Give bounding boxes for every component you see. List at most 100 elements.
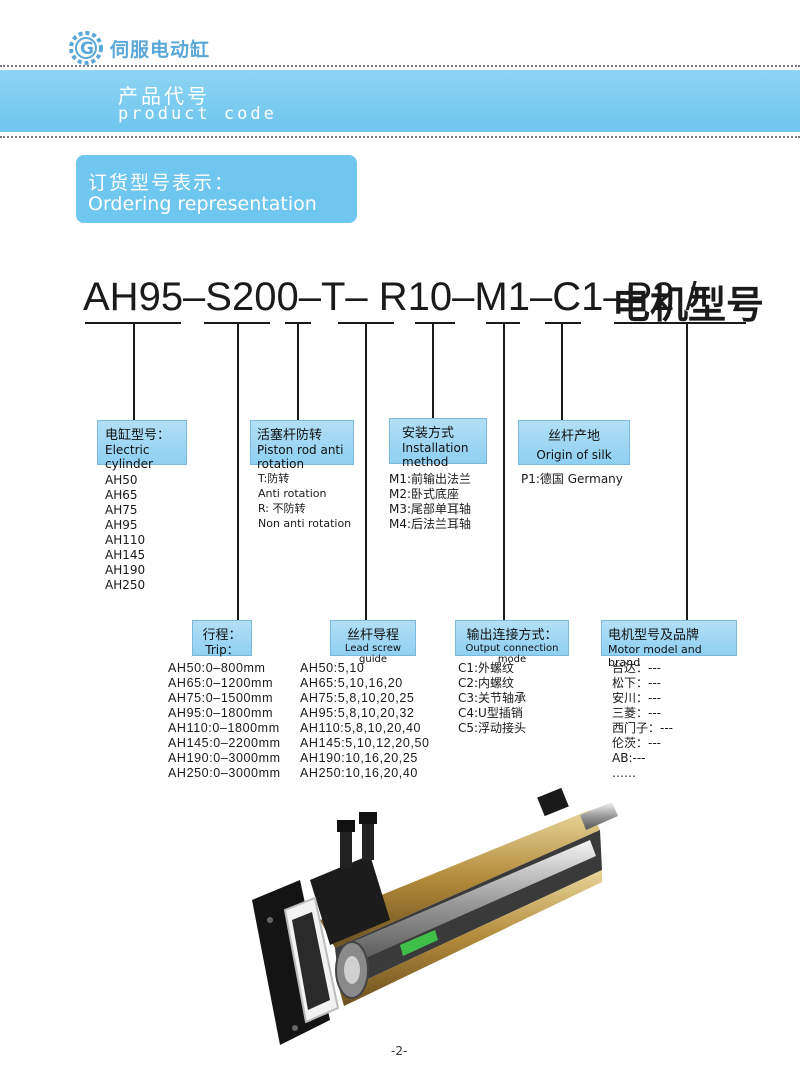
list-item: AH95:0–1800mm [168, 706, 274, 720]
connector-antirot [297, 322, 299, 422]
label-lead-cn: 丝杆导程 [346, 628, 399, 643]
list-install: M1:前输出法兰 M2:卧式底座 M3:尾部单耳轴 M4:后法兰耳轴 [389, 472, 471, 532]
list-item: AH65:5,10,16,20 [300, 676, 403, 690]
list-item: AH75:5,8,10,20,25 [300, 691, 415, 705]
list-item: AH110:0–1800mm [168, 721, 280, 735]
list-item: Anti rotation [258, 487, 327, 500]
list-trip: AH50:0–800mm AH65:0–1200mm AH75:0–1500mm… [168, 661, 281, 781]
label-cylinder-en: Electric cylinder [105, 443, 153, 471]
underline-motor [614, 322, 746, 324]
list-item: P1:德国 Germany [521, 472, 623, 486]
label-install-cn: 安装方式 [402, 426, 455, 441]
list-antirot: T:防转 Anti rotation R: 不防转 Non anti rotat… [258, 471, 351, 531]
list-item: C1:外螺纹 [458, 661, 515, 675]
list-item: AH50:0–800mm [168, 661, 266, 675]
svg-text:G: G [80, 39, 94, 59]
label-trip-en: Trip： [205, 643, 239, 657]
model-code-motor: 电机型号 [612, 283, 765, 327]
list-cylinder: AH50 AH65 AH75 AH95 AH110 AH145 AH190 AH… [105, 473, 145, 593]
list-item: C3:关节轴承 [458, 691, 527, 705]
banner-title-cn: 产品代号 [118, 84, 210, 108]
list-item: C2:内螺纹 [458, 676, 515, 690]
connector-cylinder [133, 322, 135, 422]
label-lead-en: Lead screw guide [344, 643, 402, 665]
connector-output [503, 322, 505, 620]
list-item: …… [612, 766, 636, 780]
model-code: AH95–S200–T– R10–M1–C1–P2 / [83, 275, 697, 319]
list-item: AH65:0–1200mm [168, 676, 274, 690]
label-origin-en: Origin of silk [536, 448, 612, 462]
label-motor: 电机型号及品牌 Motor model and brand [601, 620, 737, 669]
list-output: C1:外螺纹 C2:内螺纹 C3:关节轴承 C4:U型插销 C5:浮动接头 [458, 661, 526, 736]
list-item: AH95:5,8,10,20,32 [300, 706, 415, 720]
label-install-en: Installation method [402, 441, 469, 469]
label-output-cn: 输出连接方式： [466, 628, 558, 643]
list-item: M4:后法兰耳轴 [389, 517, 472, 531]
list-item: Non anti rotation [258, 517, 352, 530]
ordering-title-en: Ordering representation [88, 193, 317, 215]
list-item: 伦茨：--- [612, 736, 661, 750]
brand-logo: G 伺服电动缸 [68, 30, 210, 66]
connector-lead [365, 322, 367, 620]
list-item: C4:U型插销 [458, 706, 523, 720]
page-number: -2- [391, 1044, 408, 1058]
list-item: AH95 [105, 518, 138, 532]
brand-name: 伺服电动缸 [110, 38, 211, 61]
list-item: AH110:5,8,10,20,40 [300, 721, 422, 735]
list-item: AH50 [105, 473, 138, 487]
list-item: AH145:0–2200mm [168, 736, 281, 750]
list-item: 台达：--- [612, 661, 661, 675]
label-cylinder: 电缸型号： Electric cylinder [97, 420, 187, 471]
label-install: 安装方式 Installation method [389, 418, 487, 469]
label-output: 输出连接方式： Output connection mode [455, 620, 569, 665]
list-item: R: 不防转 [258, 502, 306, 515]
list-item: M2:卧式底座 [389, 487, 460, 501]
label-antirot: 活塞杆防转 Piston rod anti rotation [250, 420, 354, 471]
ordering-title-cn: 订货型号表示： [88, 172, 236, 194]
connector-trip [237, 322, 239, 620]
label-trip: 行程： Trip： [192, 620, 252, 657]
divider-top [0, 65, 800, 67]
connector-install [432, 322, 434, 420]
list-item: AH110 [105, 533, 146, 547]
label-output-en: Output connection mode [465, 643, 559, 665]
list-item: AH250 [105, 578, 146, 592]
underline-install [415, 322, 455, 324]
section-banner [0, 70, 800, 132]
electric-cylinder-image [252, 787, 618, 1045]
list-lead: AH50:5,10 AH65:5,10,16,20 AH75:5,8,10,20… [300, 661, 430, 781]
list-item: 安川：--- [612, 691, 661, 705]
underline-origin [545, 322, 581, 324]
connector-origin [561, 322, 563, 420]
list-item: AH250:10,16,20,40 [300, 766, 418, 780]
list-item: M3:尾部单耳轴 [389, 502, 472, 516]
label-origin-cn: 丝杆产地 [547, 429, 600, 444]
list-item: M1:前输出法兰 [389, 472, 472, 486]
list-item: AH190 [105, 563, 146, 577]
list-item: AH75 [105, 503, 138, 517]
label-origin: 丝杆产地 Origin of silk [518, 420, 630, 465]
list-item: 三菱：--- [612, 706, 661, 720]
list-item: AH75:0–1500mm [168, 691, 274, 705]
list-item: C5:浮动接头 [458, 721, 527, 735]
list-motor: 台达：--- 松下：--- 安川：--- 三菱：--- 西门子：--- 伦茨：-… [612, 661, 673, 781]
banner-title-en: product code [118, 104, 277, 124]
label-trip-cn: 行程： [202, 628, 242, 643]
list-item: AH190:10,16,20,25 [300, 751, 418, 765]
connector-motor [686, 322, 688, 620]
list-item: AH145:5,10,12,20,50 [300, 736, 430, 750]
list-origin: P1:德国 Germany [521, 472, 623, 487]
list-item: AH145 [105, 548, 146, 562]
divider-bottom [0, 136, 800, 138]
list-item: 松下：--- [612, 676, 661, 690]
list-item: AH50:5,10 [300, 661, 365, 675]
label-cylinder-cn: 电缸型号： [105, 428, 171, 443]
list-item: AH190:0–3000mm [168, 751, 281, 765]
label-motor-en: Motor model and brand [608, 643, 702, 669]
list-item: AB:--- [612, 751, 646, 765]
label-antirot-en: Piston rod anti rotation [257, 443, 344, 471]
list-item: 西门子：--- [612, 721, 673, 735]
list-item: AH250:0–3000mm [168, 766, 281, 780]
label-lead: 丝杆导程 Lead screw guide [330, 620, 416, 665]
label-antirot-cn: 活塞杆防转 [257, 428, 323, 443]
